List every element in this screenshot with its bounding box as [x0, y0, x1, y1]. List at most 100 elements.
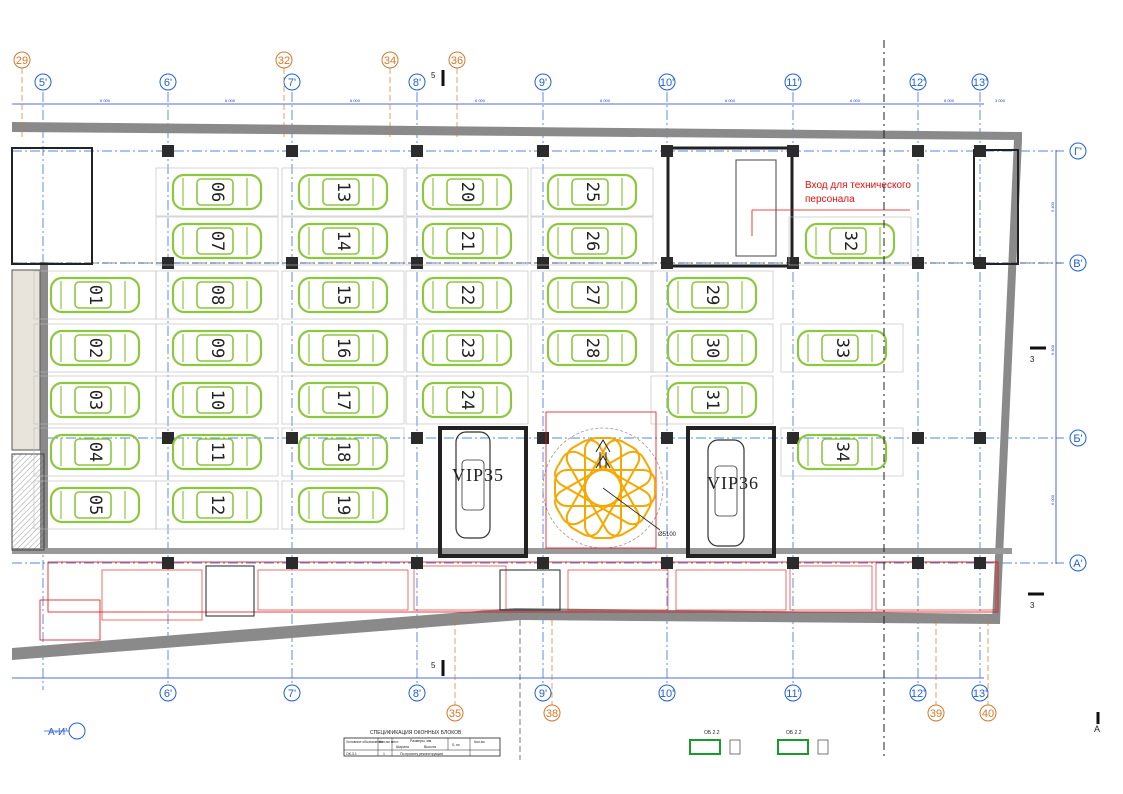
south-inner-wall: [12, 548, 1012, 554]
axis-bottom-orange-0: 35: [446, 704, 464, 722]
axis-top-7: 12': [909, 73, 927, 91]
svg-text:По проекту реконструкции: По проекту реконструкции: [400, 752, 443, 756]
car-25: [546, 173, 638, 211]
car-20: [421, 173, 513, 211]
spot-outline: [650, 375, 774, 425]
column: [912, 557, 924, 569]
spot-number: 17: [333, 390, 353, 410]
svg-text:Кол-во мест: Кол-во мест: [379, 740, 399, 744]
axis-bottom-7: 13': [971, 684, 989, 702]
car-body: [297, 381, 389, 419]
spot-number: 09: [207, 338, 227, 358]
spot-outline: [281, 323, 405, 373]
axis-label: 35: [449, 708, 461, 720]
car-cabin: [829, 227, 867, 255]
car-11: [171, 433, 263, 471]
axis-bottom-3: 9': [534, 684, 552, 702]
axis-bubble: [159, 684, 177, 702]
axis-bubble: [658, 684, 676, 702]
column: [411, 557, 423, 569]
car-34: [796, 433, 888, 471]
axis-label: 10': [660, 77, 674, 89]
axis-bubble: [909, 73, 927, 91]
axis-bubble: [1069, 142, 1087, 160]
car-cabin: [322, 227, 360, 255]
vip36-car: [707, 439, 745, 547]
section-mark-top: 5: [431, 71, 436, 80]
car-cabin: [196, 178, 234, 206]
car-01: [49, 276, 141, 314]
column: [912, 432, 924, 444]
spot-number: 32: [840, 231, 860, 251]
column: [286, 145, 298, 157]
axis-bubble: [534, 73, 552, 91]
section-lines: [12, 40, 1064, 760]
car-cabin: [196, 227, 234, 255]
spot-number: 04: [85, 442, 105, 462]
axis-marker-a-i: А-И': [44, 722, 86, 740]
axis-label: 7': [288, 688, 296, 700]
car-cabin: [196, 281, 234, 309]
spot-number: 22: [457, 285, 477, 305]
car-cabin: [821, 438, 859, 466]
spot-number: 25: [582, 182, 602, 202]
axis-label: 11': [786, 77, 800, 89]
car-29: [666, 276, 758, 314]
column: [912, 145, 924, 157]
axis-top-5: 10': [658, 73, 676, 91]
vip-label-0: VIP35: [452, 465, 504, 485]
building-walls: [11, 122, 1022, 660]
spot-number: 07: [207, 231, 227, 251]
axis-bubble: [909, 684, 927, 702]
column: [787, 557, 799, 569]
spot-number: 12: [207, 495, 227, 515]
spot-outline: [281, 375, 405, 425]
car-cabin: [571, 281, 609, 309]
spot-outline: [650, 323, 774, 373]
spot-outline: [155, 427, 279, 477]
car-body: [804, 222, 896, 260]
spot-outline: [281, 216, 405, 266]
turntable-arrow-icon: [595, 439, 611, 469]
stair-flight: [735, 159, 777, 257]
axis-bubble: [159, 73, 177, 91]
car-body: [49, 433, 141, 471]
svg-text:ОК-3.1: ОК-3.1: [346, 752, 357, 756]
car-body: [49, 381, 141, 419]
axis-bubble: [658, 73, 676, 91]
spot-number: 21: [457, 231, 477, 251]
car-03: [49, 381, 141, 419]
spot-number: 27: [582, 285, 602, 305]
car-28: [546, 329, 638, 367]
car-cabin: [74, 281, 112, 309]
car-body: [171, 486, 263, 524]
turntable-cars: [554, 437, 656, 539]
car-body: [421, 381, 513, 419]
spot-outline: [780, 427, 904, 477]
axis-bubble: [784, 73, 802, 91]
axis-bubble: [13, 51, 31, 69]
axis-top-orange-1: 32: [275, 51, 293, 69]
spot-number: 33: [832, 338, 852, 358]
vip35-room: [438, 426, 528, 558]
axis-label: 6': [164, 688, 172, 700]
car-12: [171, 486, 263, 524]
car-cabin: [446, 227, 484, 255]
car-body: [546, 329, 638, 367]
axis-label: 8': [413, 688, 421, 700]
axis-top-orange-0: 29: [13, 51, 31, 69]
car-08: [171, 276, 263, 314]
axis-bubble: [1069, 254, 1087, 272]
spot-outline: [281, 270, 405, 320]
svg-text:1: 1: [383, 752, 385, 756]
axis-bubble: [283, 684, 301, 702]
column: [661, 432, 673, 444]
spot-number: 05: [85, 495, 105, 515]
axis-label: 9': [539, 77, 547, 89]
car-body: [49, 486, 141, 524]
car-body: [171, 173, 263, 211]
car-cabin: [446, 386, 484, 414]
car-body: [421, 329, 513, 367]
spot-outline: [281, 427, 405, 477]
